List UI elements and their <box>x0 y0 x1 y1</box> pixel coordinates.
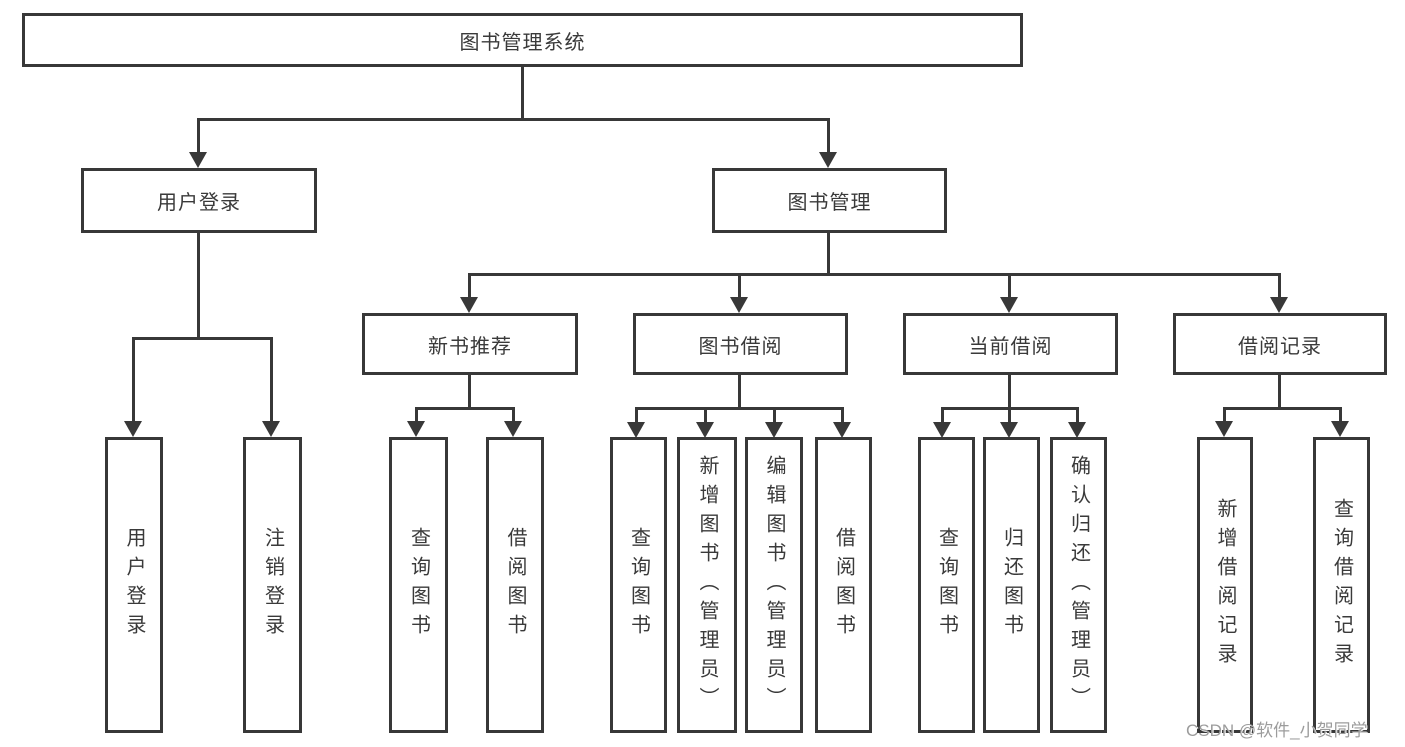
connector-current-drop-3 <box>1076 407 1079 423</box>
connector-level2-right-drop <box>827 118 830 154</box>
arrowhead-user-login <box>189 152 207 168</box>
node-add-borrow-record-label: 新增借阅记录 <box>1214 498 1236 672</box>
connector-borrow-rail <box>635 407 844 410</box>
connector-root-stem <box>521 66 524 118</box>
connector-current-drop-2 <box>1008 407 1011 423</box>
node-confirm-return-admin-label: 确认归还（管理员） <box>1067 454 1090 716</box>
node-borrow-query-books-label: 查询图书 <box>627 527 650 643</box>
node-recommend-query-books-label: 查询图书 <box>407 527 430 643</box>
node-recommend-borrow-books-label: 借阅图书 <box>504 527 526 643</box>
connector-records-rail <box>1223 407 1342 410</box>
node-add-books-admin: 新增图书（管理员） <box>677 437 737 733</box>
connector-level3-drop-2 <box>738 273 741 299</box>
node-borrowing-records: 借阅记录 <box>1173 313 1387 375</box>
connector-borrow-drop-4 <box>841 407 844 423</box>
node-book-management-label: 图书管理 <box>787 192 872 214</box>
arrowhead-current-return <box>1000 422 1018 438</box>
arrowhead-recommend-borrow <box>504 421 522 437</box>
arrowhead-current-confirm <box>1068 422 1086 438</box>
node-new-book-recommendation: 新书推荐 <box>362 313 578 375</box>
node-logout-label: 注销登录 <box>261 527 284 643</box>
node-add-books-admin-label: 新增图书（管理员） <box>696 454 718 716</box>
arrowhead-login-action <box>124 421 142 437</box>
connector-level2-left-drop <box>197 118 200 154</box>
node-borrow-query-books: 查询图书 <box>610 437 667 733</box>
arrowhead-current-query <box>933 422 951 438</box>
node-add-borrow-record: 新增借阅记录 <box>1197 437 1253 733</box>
connector-login-left-drop <box>132 337 135 423</box>
arrowhead-borrow-add <box>696 422 714 438</box>
arrowhead-borrow-edit <box>765 422 783 438</box>
node-borrow-books: 借阅图书 <box>815 437 872 733</box>
connector-login-stem <box>197 231 200 337</box>
connector-level3-drop-4 <box>1278 273 1281 299</box>
arrowhead-borrow-records <box>1270 297 1288 313</box>
connector-borrow-drop-1 <box>635 407 638 423</box>
node-current-query-books: 查询图书 <box>918 437 975 733</box>
node-user-login: 用户登录 <box>81 168 317 233</box>
node-user-login-action-label: 用户登录 <box>123 527 145 643</box>
connector-level3-drop-1 <box>468 273 471 299</box>
node-recommend-query-books: 查询图书 <box>389 437 448 733</box>
arrowhead-current-borrow <box>1000 297 1018 313</box>
connector-recommend-rail <box>415 407 515 410</box>
node-current-borrowing: 当前借阅 <box>903 313 1118 375</box>
node-borrowing-records-label: 借阅记录 <box>1238 335 1322 358</box>
csdn-watermark: CSDN @软件_小贺同学 <box>1186 721 1368 740</box>
node-logout: 注销登录 <box>243 437 302 733</box>
node-book-borrowing-label: 图书借阅 <box>698 335 783 358</box>
node-current-query-books-label: 查询图书 <box>935 527 958 643</box>
node-query-borrow-record-label: 查询借阅记录 <box>1330 498 1353 672</box>
connector-recommend-stem <box>468 373 471 409</box>
connector-level3-rail <box>468 273 1281 276</box>
connector-borrow-stem <box>738 373 741 409</box>
connector-records-drop-1 <box>1223 407 1226 423</box>
node-current-borrowing-label: 当前借阅 <box>968 335 1053 358</box>
arrowhead-book-management <box>819 152 837 168</box>
connector-recommend-drop-1 <box>415 407 418 423</box>
node-user-login-label: 用户登录 <box>157 192 241 214</box>
node-edit-books-admin-label: 编辑图书（管理员） <box>763 454 785 716</box>
connector-current-drop-1 <box>941 407 944 423</box>
node-recommend-borrow-books: 借阅图书 <box>486 437 544 733</box>
node-new-book-recommendation-label: 新书推荐 <box>428 335 512 358</box>
node-edit-books-admin: 编辑图书（管理员） <box>745 437 803 733</box>
arrowhead-records-add <box>1215 421 1233 437</box>
connector-borrow-drop-3 <box>773 407 776 423</box>
node-root: 图书管理系统 <box>22 13 1023 67</box>
node-confirm-return-admin: 确认归还（管理员） <box>1050 437 1107 733</box>
arrowhead-logout <box>262 421 280 437</box>
arrowhead-records-query <box>1331 421 1349 437</box>
connector-management-stem <box>827 231 830 275</box>
arrowhead-borrow-query <box>627 422 645 438</box>
arrowhead-book-borrow <box>730 297 748 313</box>
node-root-label: 图书管理系统 <box>459 31 586 54</box>
arrowhead-new-book-recommend <box>460 297 478 313</box>
connector-records-stem <box>1278 373 1281 409</box>
node-query-borrow-record: 查询借阅记录 <box>1313 437 1370 733</box>
connector-records-drop-2 <box>1339 407 1342 423</box>
node-book-management: 图书管理 <box>712 168 947 233</box>
connector-level2-rail <box>197 118 830 121</box>
arrowhead-recommend-query <box>407 421 425 437</box>
connector-borrow-drop-2 <box>704 407 707 423</box>
connector-level3-drop-3 <box>1008 273 1011 299</box>
node-return-books: 归还图书 <box>983 437 1040 733</box>
node-return-books-label: 归还图书 <box>1000 527 1023 643</box>
arrowhead-borrow-borrow <box>833 422 851 438</box>
connector-current-stem <box>1008 373 1011 409</box>
connector-recommend-drop-2 <box>512 407 515 423</box>
connector-login-rail <box>132 337 273 340</box>
connector-login-right-drop <box>270 337 273 423</box>
node-borrow-books-label: 借阅图书 <box>832 527 855 643</box>
node-user-login-action: 用户登录 <box>105 437 163 733</box>
node-book-borrowing: 图书借阅 <box>633 313 848 375</box>
